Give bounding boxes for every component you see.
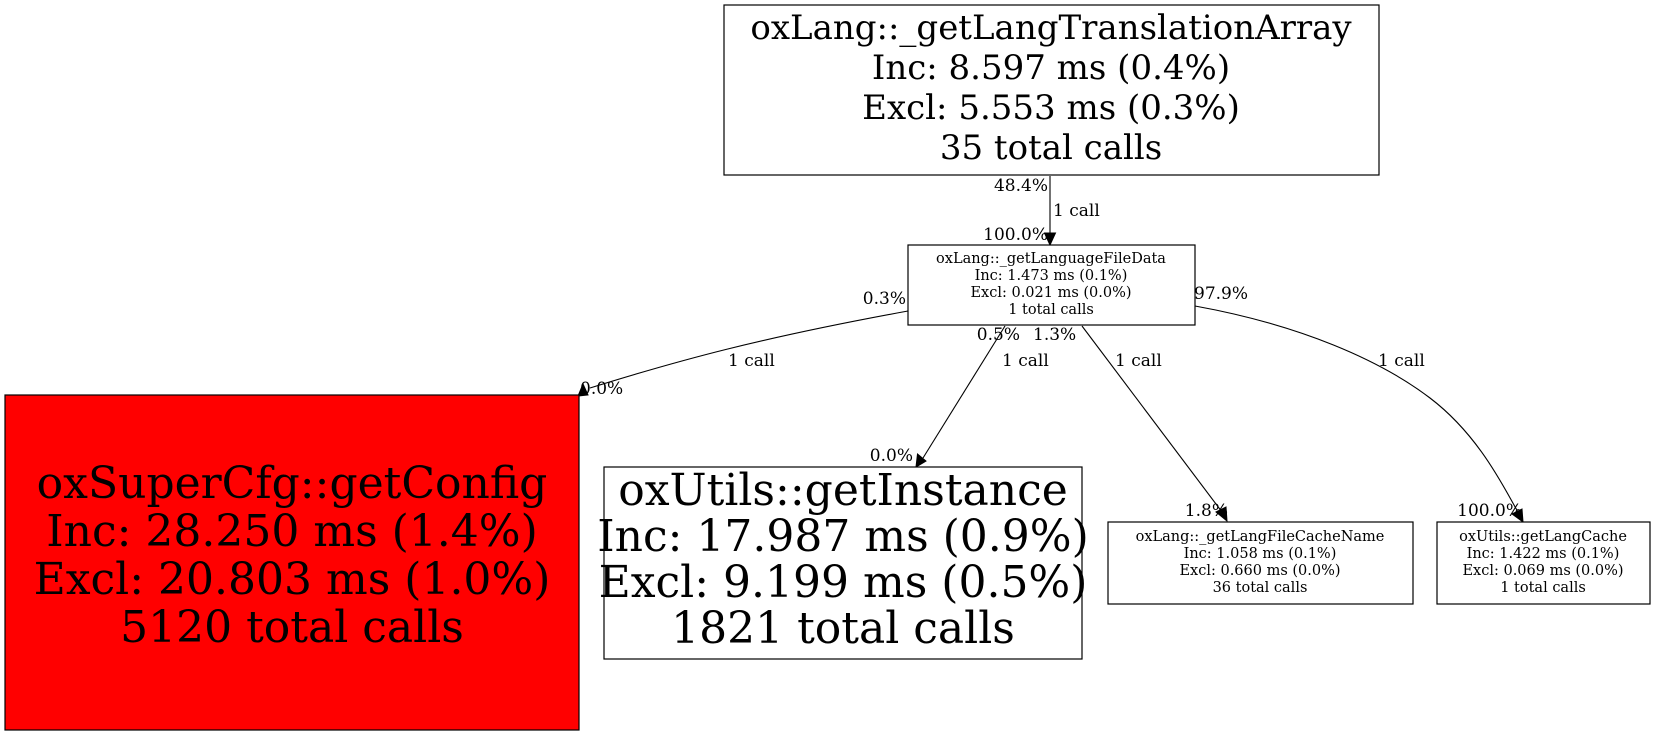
edge-call-count: 1 call	[1002, 351, 1049, 371]
edge-head-percent: 0.0%	[580, 379, 623, 399]
node-inclusive-time: Inc: 28.250 ms (1.4%)	[46, 506, 538, 557]
node-exclusive-time: Excl: 20.803 ms (1.0%)	[34, 554, 551, 605]
node-total-calls: 35 total calls	[940, 128, 1162, 168]
edge-call-count: 1 call	[1378, 351, 1425, 371]
node-inclusive-time: Inc: 8.597 ms (0.4%)	[872, 48, 1230, 88]
node-function-name: oxUtils::getLangCache	[1459, 529, 1627, 545]
node-get-lang-cache[interactable]: oxUtils::getLangCache Inc: 1.422 ms (0.1…	[1436, 521, 1651, 605]
node-get-lang-file-cache-name[interactable]: oxLang::_getLangFileCacheName Inc: 1.058…	[1107, 521, 1414, 605]
edge-filedata-to-langcache: 97.9% 1 call 100.0%	[1194, 284, 1524, 524]
edge-tail-percent: 97.9%	[1194, 284, 1248, 304]
node-inclusive-time: Inc: 1.058 ms (0.1%)	[1184, 546, 1337, 562]
node-function-name: oxLang::_getLanguageFileData	[936, 251, 1166, 267]
edge-filedata-to-getinstance: 0.5% 1 call 0.0%	[870, 325, 1049, 468]
node-total-calls: 1821 total calls	[671, 603, 1015, 654]
edge-filedata-to-cachename: 1.3% 1 call 1.8%	[1033, 325, 1228, 523]
node-total-calls: 5120 total calls	[120, 602, 464, 653]
node-get-lang-translation-array[interactable]: oxLang::_getLangTranslationArray Inc: 8.…	[723, 4, 1380, 176]
node-exclusive-time: Excl: 0.660 ms (0.0%)	[1179, 563, 1340, 579]
edge-filedata-to-getconfig: 0.3% 1 call 0.0%	[577, 289, 909, 399]
node-exclusive-time: Excl: 5.553 ms (0.3%)	[862, 88, 1240, 128]
edge-call-count: 1 call	[1053, 201, 1100, 221]
edge-call-count: 1 call	[1115, 351, 1162, 371]
node-inclusive-time: Inc: 1.422 ms (0.1%)	[1467, 546, 1620, 562]
edge-head-percent: 0.0%	[870, 446, 913, 466]
node-exclusive-time: Excl: 9.199 ms (0.5%)	[599, 557, 1088, 608]
edge-head-percent: 1.8%	[1185, 501, 1228, 521]
edge-call-count: 1 call	[728, 351, 775, 371]
node-inclusive-time: Inc: 17.987 ms (0.9%)	[597, 511, 1089, 562]
node-total-calls: 1 total calls	[1500, 580, 1586, 596]
node-inclusive-time: Inc: 1.473 ms (0.1%)	[975, 268, 1128, 284]
edge-head-percent: 100.0%	[1457, 501, 1522, 521]
edge-tail-percent: 0.3%	[863, 289, 906, 309]
node-total-calls: 1 total calls	[1008, 302, 1094, 318]
edge-tail-percent: 0.5%	[977, 325, 1020, 345]
node-exclusive-time: Excl: 0.021 ms (0.0%)	[970, 285, 1131, 301]
edge-head-percent: 100.0%	[983, 225, 1048, 245]
node-get-language-file-data[interactable]: oxLang::_getLanguageFileData Inc: 1.473 …	[907, 244, 1196, 326]
edge-tail-percent: 48.4%	[994, 176, 1048, 196]
edge-translation-to-filedata: 48.4% 1 call 100.0%	[983, 176, 1100, 247]
node-function-name: oxSuperCfg::getConfig	[37, 458, 548, 509]
edge-tail-percent: 1.3%	[1033, 325, 1076, 345]
node-function-name: oxUtils::getInstance	[618, 465, 1068, 516]
node-function-name: oxLang::_getLangTranslationArray	[750, 8, 1352, 48]
node-get-instance[interactable]: oxUtils::getInstance Inc: 17.987 ms (0.9…	[597, 465, 1089, 660]
node-get-config[interactable]: oxSuperCfg::getConfig Inc: 28.250 ms (1.…	[4, 394, 580, 731]
node-function-name: oxLang::_getLangFileCacheName	[1136, 529, 1385, 545]
node-total-calls: 36 total calls	[1213, 580, 1308, 596]
node-exclusive-time: Excl: 0.069 ms (0.0%)	[1462, 563, 1623, 579]
